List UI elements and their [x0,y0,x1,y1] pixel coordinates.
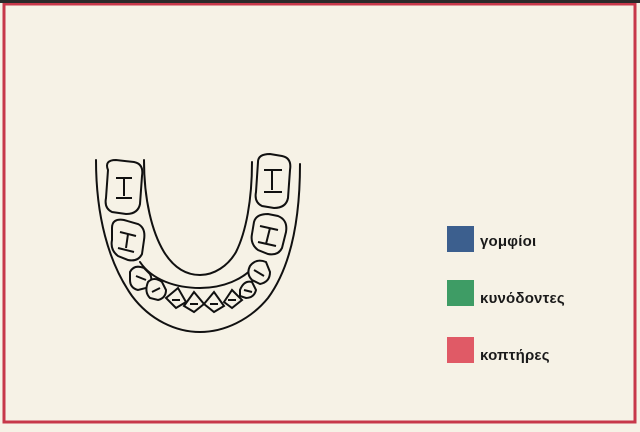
legend-swatch-molars [447,226,474,252]
molar-left-2 [112,220,145,261]
molar-right-1 [256,154,291,208]
top-edge [0,0,640,3]
legend-swatch-canines [447,280,474,306]
molar-right-2 [252,214,287,254]
legend-swatch-incisors [447,337,474,363]
molar-left-1 [106,160,143,214]
legend-label-incisors: κοπτήρες [480,347,550,364]
legend-label-canines: κυνόδοντες [480,290,565,307]
legend-label-molars: γομφίοι [480,233,536,250]
canine-left [146,279,166,300]
premolar-right [248,261,270,284]
canine-right [240,282,256,298]
